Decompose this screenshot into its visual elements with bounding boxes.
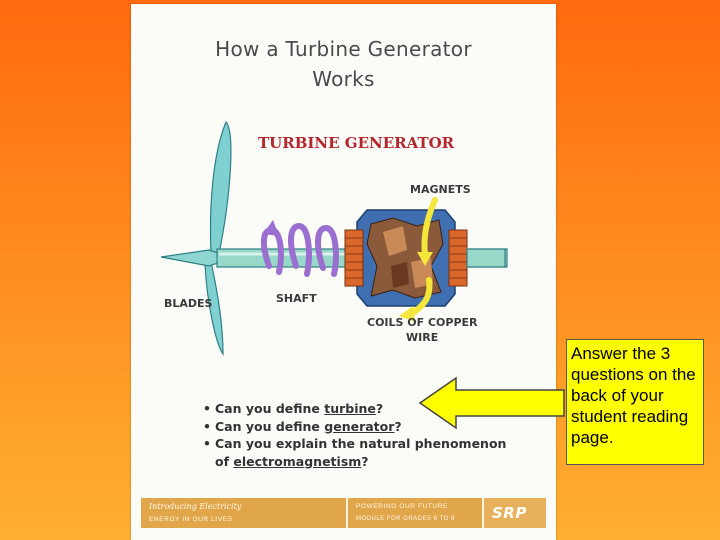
footer-energy: ENERGY IN OUR LIVES <box>149 516 233 523</box>
coils-label-line-1: COILS OF COPPER <box>367 316 478 329</box>
rotation-arrow-head <box>263 220 279 236</box>
page-title: How a Turbine Generator Works <box>131 34 556 94</box>
question-item: Can you define turbine? <box>203 400 543 418</box>
upper-blade <box>209 120 232 255</box>
title-line-1: How a Turbine Generator <box>215 37 472 61</box>
diagram-heading: TURBINE GENERATOR <box>258 134 455 152</box>
shaft-label: SHAFT <box>276 292 317 305</box>
coils-label-line-2: WIRE <box>406 331 438 344</box>
left-arrow-icon <box>418 376 565 430</box>
footer-left: Introducing Electricity ENERGY IN OUR LI… <box>141 498 348 528</box>
srp-logo: SRP <box>492 504 527 522</box>
footer-module: MODULE FOR GRADES 6 TO 8 <box>356 516 455 522</box>
footer-introducing: Introducing Electricity <box>149 502 242 511</box>
field-arrows <box>408 197 438 317</box>
field-arrow-head-bottom <box>399 306 415 322</box>
title-line-2: Works <box>312 67 375 91</box>
slide-card: How a Turbine Generator Works TURBINE GE… <box>131 4 556 540</box>
footer-powering: POWERING OUR FUTURE <box>356 503 448 510</box>
instruction-note: Answer the 3 questions on the back of yo… <box>566 339 704 465</box>
footer-middle: POWERING OUR FUTURE MODULE FOR GRADES 6 … <box>348 498 484 528</box>
question-list: Can you define turbine? Can you define g… <box>203 400 543 470</box>
hub-cone <box>160 249 222 267</box>
field-arrow-head-top <box>417 252 433 266</box>
footer-bar: Introducing Electricity ENERGY IN OUR LI… <box>141 498 546 528</box>
blades-label: BLADES <box>164 297 213 310</box>
lower-blade <box>204 261 224 356</box>
question-item: Can you explain the natural phenomenonof… <box>203 435 543 470</box>
turbine-diagram: TURBINE GENERATOR <box>160 120 508 356</box>
footer-logo-box: SRP <box>484 498 546 528</box>
magnets-label: MAGNETS <box>410 183 471 196</box>
question-item: Can you define generator? <box>203 418 543 436</box>
